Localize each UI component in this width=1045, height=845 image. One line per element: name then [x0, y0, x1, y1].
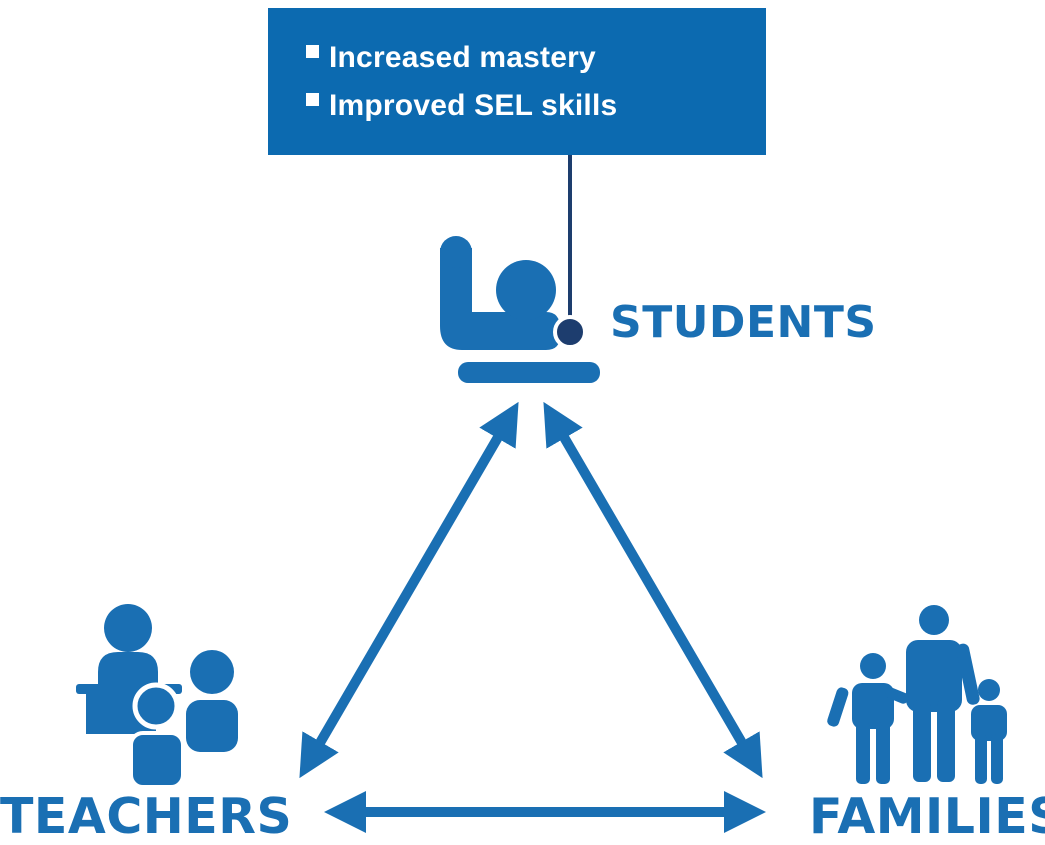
connector-dot	[553, 315, 587, 349]
bullet-marker	[306, 92, 319, 106]
bullet-marker	[306, 44, 319, 58]
callout-bullet: Improved SEL skills	[306, 82, 766, 130]
teachers-label: TEACHERS	[0, 788, 293, 845]
arrow-teachers-students	[299, 401, 519, 779]
callout-bullet: Increased mastery	[306, 34, 766, 82]
bullet-text: Improved SEL skills	[329, 89, 618, 122]
teacher-classroom-icon	[76, 604, 238, 789]
families-label: FAMILIES	[809, 788, 1045, 845]
family-icon	[827, 605, 1007, 784]
students-label: STUDENTS	[610, 297, 877, 348]
arrow-students-families	[543, 401, 763, 779]
bullet-text: Increased mastery	[329, 41, 596, 74]
outcomes-callout: Increased mastery Improved SEL skills	[268, 8, 766, 155]
student-raising-hand-icon	[440, 236, 600, 383]
